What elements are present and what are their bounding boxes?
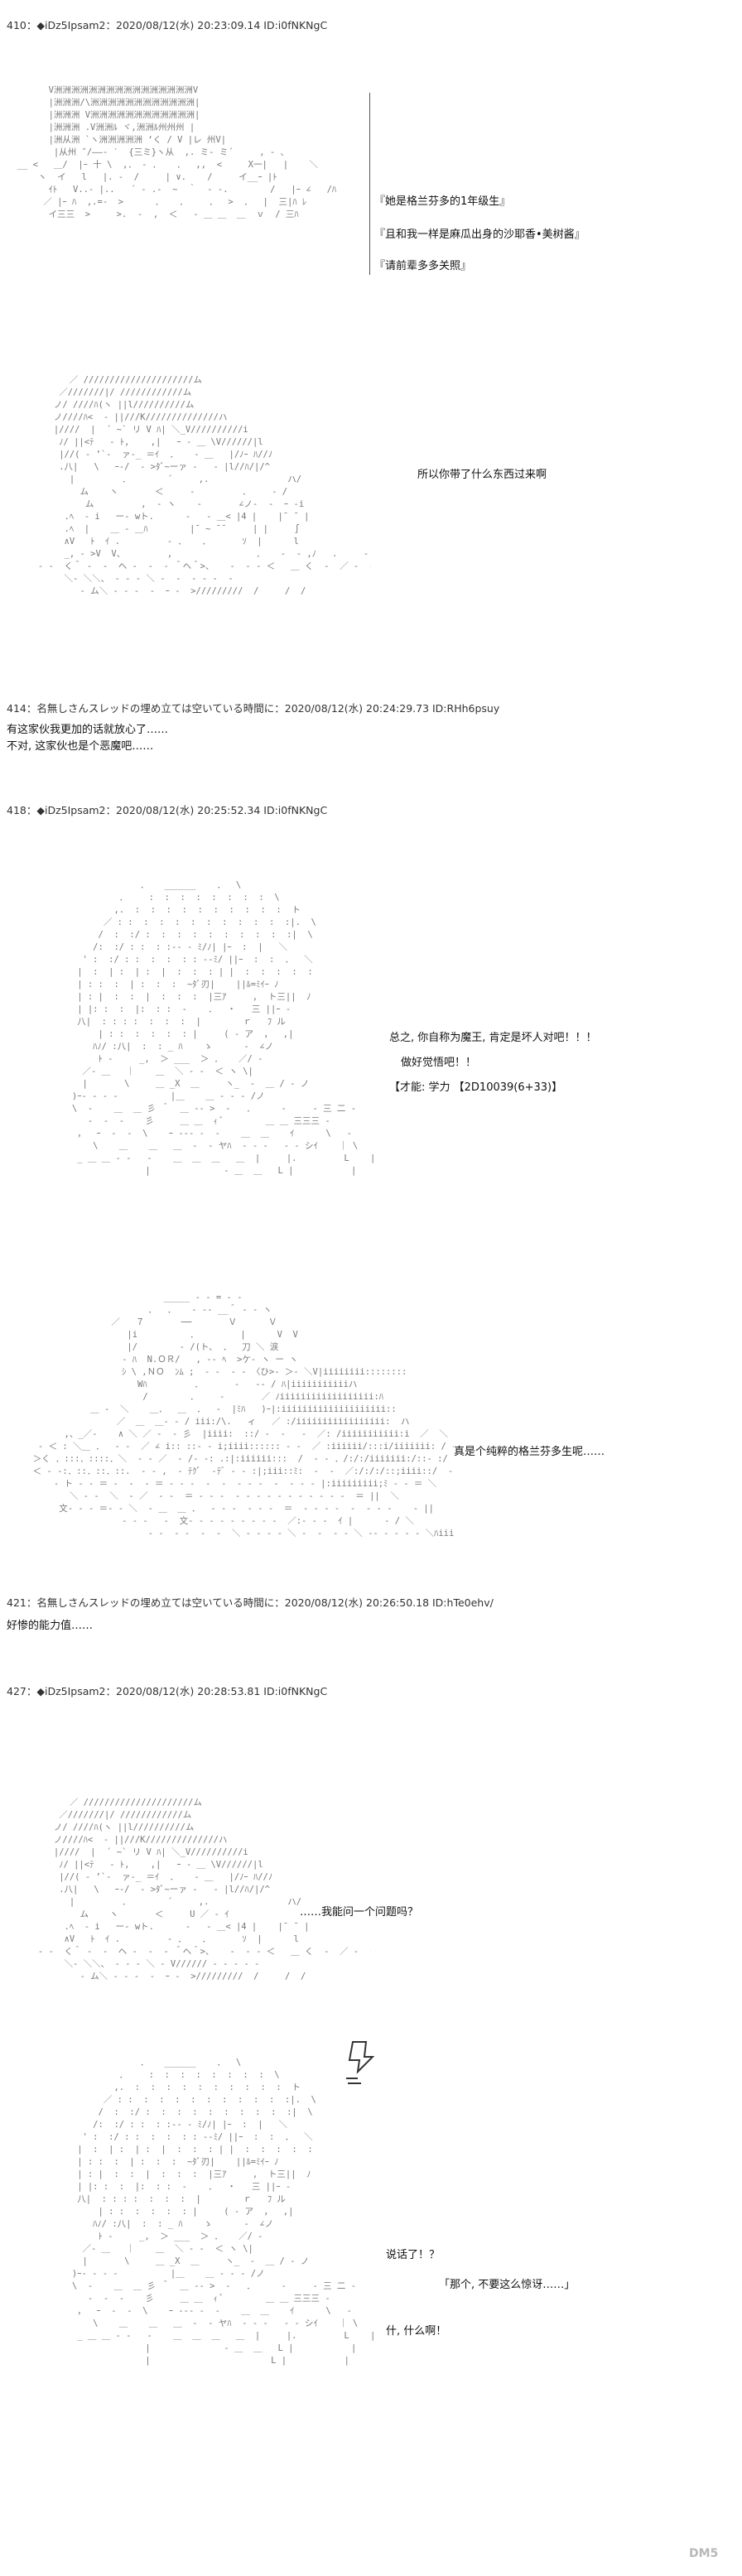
post-header-421: 421：名無しさんスレッドの埋め立ては空いている時間に：2020/08/12(水… [7, 1596, 494, 1609]
caption-427-2: 说话了！？ [386, 2249, 441, 2261]
caption-427-3: 「那个, 不要这么惊讶……」 [439, 2279, 576, 2291]
caption-418-1: 总之, 你自称为魔王, 肯定是坏人对吧！！！ [389, 1032, 597, 1044]
caption-427-1: ……我能问一个问题吗？ [300, 1906, 419, 1919]
ascii-art-427-b: ． ______ ． \ ． : : : : : : : : \ ,. : : … [71, 2058, 376, 2366]
post-header-414: 414：名無しさんスレッドの埋め立ては空いている時間に：2020/08/12(水… [7, 702, 500, 715]
post-header-418: 418：◆iDz5Ipsam2：2020/08/12(水) 20:25:52.3… [7, 804, 328, 816]
bracket-410-b [369, 209, 370, 275]
caption-410-1: 『她是格兰芬多的1年级生』 [374, 195, 511, 208]
reply-421-line-1: 好惨的能力值…… [7, 1620, 94, 1632]
caption-410-2: 『且和我一样是麻瓜出身的沙耶香•美树酱』 [374, 229, 585, 241]
ascii-art-418-a: ． ______ ． \ ． : : : : : : : : \ ,. : : … [71, 880, 376, 1176]
watermark-logo: DM5 [689, 2547, 719, 2560]
reply-414-line-2: 不对, 这家伙也是个恶魔吧…… [7, 740, 154, 753]
reply-414: 有这家伙我更加的话就放心了…… 不对, 这家伙也是个恶魔吧…… [7, 722, 168, 755]
bracket-410-a [369, 93, 370, 209]
ascii-art-410-a: V洲洲洲洲洲洲洲洲洲洲洲洲洲洲洲洲V |洲洲洲/\洲洲洲洲洲洲洲洲洲洲洲洲| |… [17, 85, 337, 219]
post-header-427: 427：◆iDz5Ipsam2：2020/08/12(水) 20:28:53.8… [7, 1685, 328, 1697]
caption-418-3: 真是个纯粹的格兰芬多生呢…… [454, 1446, 605, 1458]
stat-418: 【才能: 学力 【2D10039(6+33)】 [389, 1081, 563, 1094]
ascii-art-410-b: ／ /////////////////////ム ／///////|/ ////… [37, 375, 371, 596]
reply-414-line-1: 有这家伙我更加的话就放心了…… [7, 724, 169, 736]
post-header-410: 410：◆iDz5Ipsam2：2020/08/12(水) 20:23:09.1… [7, 19, 328, 31]
exclaim-mark-icon [346, 2041, 374, 2084]
reply-421: 好惨的能力值…… [7, 1618, 93, 1635]
ascii-art-427-a: ／ /////////////////////ム ／///////|/ ////… [37, 1798, 371, 1981]
caption-410-3: 『请前辈多多关照』 [374, 260, 472, 272]
caption-418-2: 做好觉悟吧！！ [401, 1057, 477, 1069]
ascii-art-418-b: _____ ‐ ‐ = ‐ ‐ ． ． ‐ ‐‐ __＾ ‐ ‐ ヽ ／ ７ ─… [32, 1293, 454, 1538]
caption-410-4: 所以你带了什么东西过来啊 [417, 469, 547, 481]
caption-427-4: 什, 什么啊！ [386, 2325, 447, 2338]
